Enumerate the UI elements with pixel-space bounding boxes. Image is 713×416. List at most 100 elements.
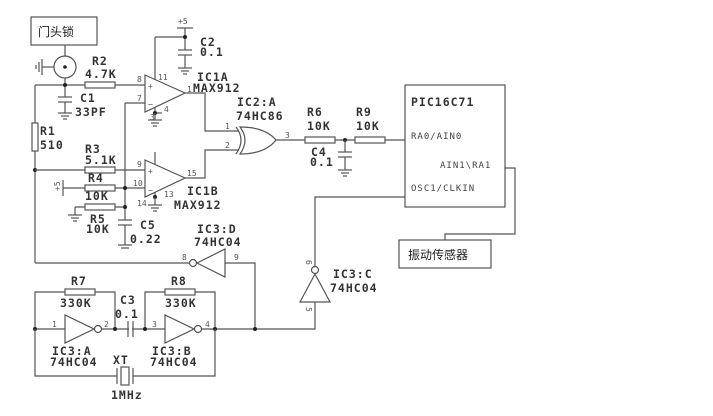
- r5-value: 10K: [86, 222, 110, 236]
- ic3a-part: 74HC04: [50, 355, 98, 369]
- r2-ref: R2: [92, 54, 108, 68]
- svg-text:−: −: [148, 186, 153, 195]
- pin-label: 15: [187, 169, 197, 178]
- pin-label: 8: [137, 75, 142, 84]
- c3-ref: C3: [120, 293, 136, 307]
- r1-ref: R1: [40, 124, 56, 138]
- r4-body: [84, 184, 116, 192]
- xt-ref: XT: [113, 353, 129, 367]
- pin-label: 14: [137, 199, 147, 208]
- ic1a-part: MAX912: [193, 81, 241, 95]
- pin-label: 6: [304, 260, 313, 265]
- ic3c-part: 74HC04: [330, 281, 378, 295]
- r6-body: [304, 136, 336, 144]
- mcu-name: PIC16C71: [411, 95, 474, 109]
- ic3a-inverter: 1 2 IC3:A 74HC04: [50, 314, 109, 369]
- c1-value: 33PF: [75, 105, 107, 119]
- crystal-body: [120, 366, 130, 386]
- r8-value: 330K: [165, 296, 197, 310]
- ic3c-ref: IC3:C: [333, 267, 373, 281]
- svg-text:+: +: [148, 167, 153, 176]
- c5-ref: C5: [140, 218, 156, 232]
- pin-label: 3: [285, 131, 290, 140]
- pin-label: 9: [137, 160, 142, 169]
- pin-label: 1: [52, 320, 57, 329]
- pin-label: 1: [187, 85, 192, 94]
- c2-vcc-label: +5: [178, 17, 188, 26]
- c5-value: 0.22: [130, 232, 162, 246]
- r5-ref: R5: [90, 212, 106, 226]
- ic2a-ref: IC2:A: [237, 95, 277, 109]
- pin-label: 9: [234, 253, 239, 262]
- pin-label: 8: [182, 253, 187, 262]
- door-lock-label: 门头锁: [38, 24, 74, 39]
- c2-ref: C2: [200, 35, 216, 49]
- r3-value: 5.1K: [85, 153, 117, 167]
- reed-sensor: [35, 45, 77, 97]
- c4-value: 0.1: [310, 155, 334, 169]
- vibration-sensor-box: 振动传感器: [398, 239, 492, 269]
- r4-vcc-label: +5: [53, 181, 62, 191]
- ic3b-part: 74HC04: [150, 355, 198, 369]
- c1-ref: C1: [80, 91, 96, 105]
- ic3d-part: 74HC04: [194, 235, 242, 249]
- pin-label: 4: [205, 320, 210, 329]
- r4-ref: R4: [88, 171, 104, 185]
- pin-label: 2: [104, 320, 109, 329]
- r6-value: 10K: [307, 119, 331, 133]
- pin-label: 2: [225, 141, 230, 150]
- mcu-pin-ra1: AIN1\RA1: [440, 161, 491, 171]
- pin-label: 4: [164, 105, 169, 114]
- c4-ref: C4: [311, 145, 327, 159]
- pin-label: 10: [133, 179, 143, 188]
- mcu-pin-ra0: RA0/AIN0: [411, 132, 462, 142]
- mcu-pin-osc1: OSC1/CLKIN: [411, 184, 475, 194]
- r8-ref: R8: [171, 274, 187, 288]
- c2-value: 0.1: [200, 45, 224, 59]
- c3-value: 0.1: [115, 307, 139, 321]
- r1-value: 510: [40, 138, 64, 152]
- ic3b-inverter: 3 4 IC3:B 74HC04: [150, 314, 210, 369]
- xt-value: 1MHz: [111, 388, 143, 402]
- ic1a-ref: IC1A: [197, 70, 229, 84]
- ic1b-comparator: + − 9 10 15 14 13 IC1B MAX912: [133, 152, 222, 212]
- r4-value: 10K: [85, 189, 109, 203]
- vibration-sensor-label: 振动传感器: [408, 247, 468, 262]
- r6-ref: R6: [307, 105, 323, 119]
- r9-body: [354, 136, 386, 144]
- ic3d-inverter: 8 9 IC3:D 74HC04: [182, 222, 242, 278]
- r7-ref: R7: [71, 274, 87, 288]
- r1-body: [31, 122, 39, 152]
- ic1b-part: MAX912: [174, 198, 222, 212]
- r8-body: [164, 288, 196, 296]
- r3-ref: R3: [85, 142, 101, 156]
- r9-value: 10K: [356, 119, 380, 133]
- ic1a-comparator: +− 8 7 11 1 3 4 IC1A MAX912: [137, 36, 241, 127]
- pin-label: 13: [164, 190, 174, 199]
- ic3d-ref: IC3:D: [197, 222, 237, 236]
- pin-label: 11: [158, 73, 168, 82]
- svg-text:−: −: [148, 100, 153, 109]
- ic2a-xor-gate: 1 2 3 IC2:A 74HC86: [225, 95, 290, 155]
- ic3b-ref: IC3:B: [152, 344, 192, 358]
- pin-label: 3: [152, 320, 157, 329]
- pic16c71-mcu: PIC16C71 RA0/AIN0 AIN1\RA1 OSC1/CLKIN: [404, 84, 506, 208]
- pin-label: 5: [304, 307, 313, 312]
- ic1b-ref: IC1B: [187, 184, 219, 198]
- r5-body: [84, 203, 116, 211]
- pin-label: 7: [137, 94, 142, 103]
- svg-text:+: +: [148, 82, 153, 91]
- ic3a-ref: IC3:A: [52, 344, 92, 358]
- r7-body: [64, 288, 96, 296]
- ic2a-part: 74HC86: [236, 109, 284, 123]
- r2-value: 4.7K: [85, 67, 117, 81]
- r9-ref: R9: [356, 105, 372, 119]
- r2-body: [84, 81, 116, 89]
- r3-body: [84, 166, 116, 174]
- ic3c-inverter: 6 5 IC3:C 74HC04: [298, 260, 378, 312]
- r7-value: 330K: [60, 296, 92, 310]
- pin-label: 1: [225, 122, 230, 131]
- door-lock-box: 门头锁: [30, 16, 98, 46]
